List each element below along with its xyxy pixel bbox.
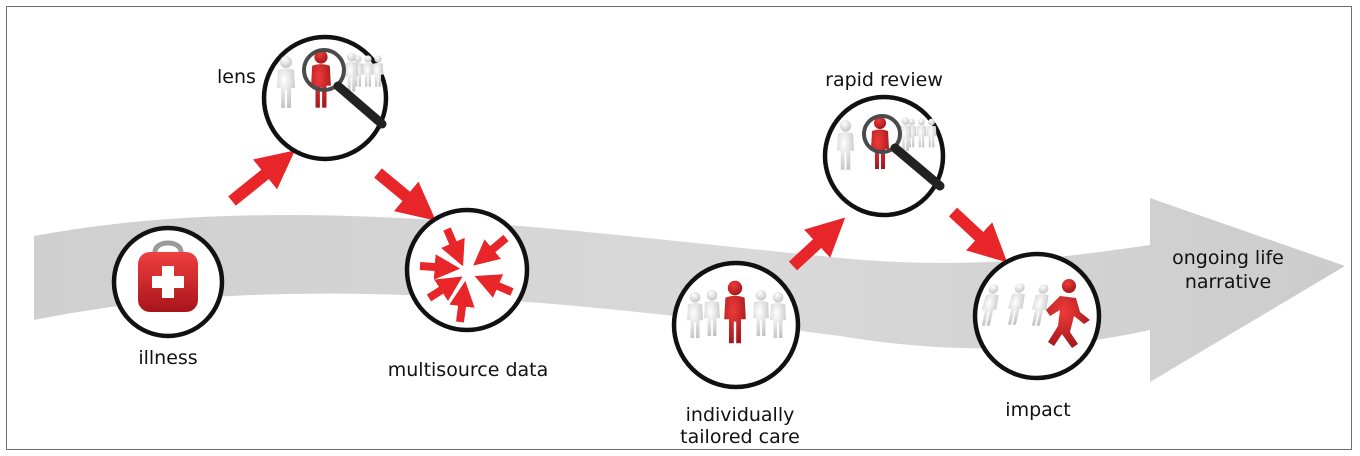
- first-aid-kit-icon: [138, 240, 198, 312]
- node-rapid-review: [822, 94, 946, 218]
- converging-arrows-icon: [419, 227, 514, 323]
- node-label-tailored-care: individually tailored care: [680, 404, 800, 448]
- arrow-illness-to-lens: [228, 150, 295, 206]
- node-label-impact: impact: [1005, 399, 1071, 421]
- arrow-tailored-to-rapid: [788, 217, 846, 271]
- magnifier-on-crowd-icon: [836, 114, 945, 191]
- arrow-lens-to-multisource: [374, 168, 436, 221]
- node-illness: [111, 225, 225, 339]
- flow-label-ongoing-life-narrative: ongoing life narrative: [1172, 246, 1284, 294]
- node-label-lens: lens: [217, 66, 256, 88]
- flow-label-line-2: narrative: [1184, 271, 1272, 293]
- node-lens: [261, 34, 389, 162]
- node-impact: [972, 251, 1102, 381]
- magnifier-on-crowd-icon: [277, 48, 387, 129]
- flow-label-line-1: ongoing life: [1172, 247, 1284, 269]
- runner-ahead-icon: [978, 279, 1090, 348]
- node-multisource: [404, 207, 530, 333]
- node-label-tailored-line-1: individually: [685, 404, 795, 426]
- node-label-rapid-review: rapid review: [825, 69, 943, 91]
- node-label-illness: illness: [138, 347, 198, 369]
- node-label-multisource: multisource data: [387, 359, 549, 381]
- node-tailored-care: [671, 260, 801, 390]
- arrow-rapid-to-impact: [948, 207, 1008, 263]
- node-label-tailored-line-2: tailored care: [680, 426, 800, 448]
